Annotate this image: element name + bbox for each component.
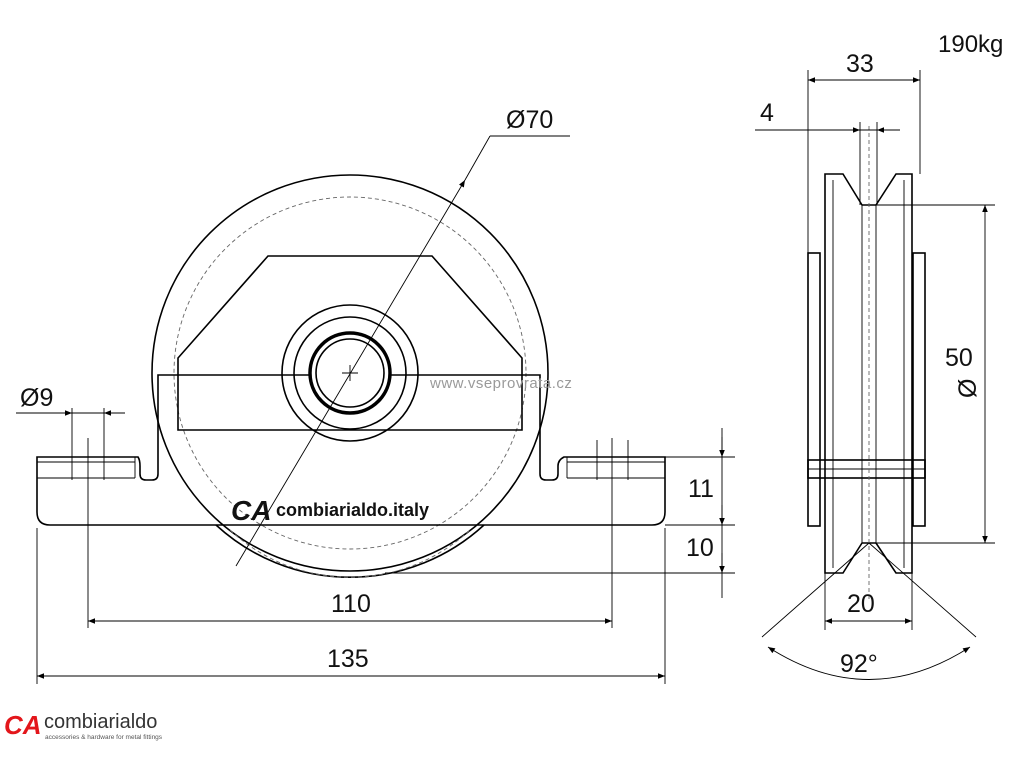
load-capacity-label: 190kg [938,31,1003,58]
side-left-flange [807,252,821,527]
wheel-lower-arc [215,524,485,579]
dim-angle-arc [767,646,971,680]
dim-groove-offset: 4 [760,99,774,127]
side-right-flange [912,252,926,527]
watermark: www.vseprovrata.cz [429,375,572,392]
dim-hole-diameter: Ø9 [20,384,53,412]
side-wheel-inner-lines [832,180,905,568]
wheel-groove-dashed-circle [173,196,527,550]
mounting-bracket [36,374,666,526]
axle-circle [315,338,385,408]
side-wheel-outline [824,173,913,574]
hole-centerlines [87,438,613,628]
dim-overall-length: 135 [327,645,369,673]
bracket-logo: CA combiarialdo.italy [231,495,429,526]
brand-mark: CA [4,710,42,740]
dim-50-extensions [876,204,995,544]
dim-angle-legs [761,542,977,638]
dim-groove-diameter-symbol: Ø [954,379,982,398]
housing-plate [177,255,523,431]
dim-groove-width: 20 [847,590,875,618]
dim-groove-angle: 92° [840,650,878,678]
dim-33-extensions [807,70,921,253]
bracket-left-pad [37,457,136,479]
dim-wheel-diameter: Ø70 [506,106,553,134]
bracket-right-pad [566,457,665,479]
brand-tagline: accessories & hardware for metal fitting… [45,734,163,741]
dim-overall-width: 33 [846,50,874,78]
diameter-leader-extension [464,135,491,181]
bracket-logo-mark: CA [231,495,271,526]
dim-bracket-height: 11 [688,475,714,503]
wheel-lower-dash [229,529,471,578]
diameter-leader-line [235,179,466,567]
dim-height-extensions [385,456,735,574]
hole-edges [71,408,629,480]
side-view: 33 4 Ø 50 20 92° [755,50,995,680]
brand-logo: CA combiarialdo accessories & hardware f… [4,710,163,741]
front-view: Ø70 Ø9 110 135 11 10 CA combiarialdo.ita… [16,106,735,684]
dim-4-extensions [859,122,878,205]
dim-135-extension [36,528,666,684]
hub-middle-ring [293,316,407,430]
bracket-logo-text: combiarialdo.italy [276,500,429,520]
dim-hole-spacing: 110 [331,590,371,618]
brand-name: combiarialdo [44,711,157,733]
hub-outer-ring [281,304,419,442]
dim-groove-diameter-value: 50 [945,344,973,372]
dim-wheel-below: 10 [686,534,714,562]
